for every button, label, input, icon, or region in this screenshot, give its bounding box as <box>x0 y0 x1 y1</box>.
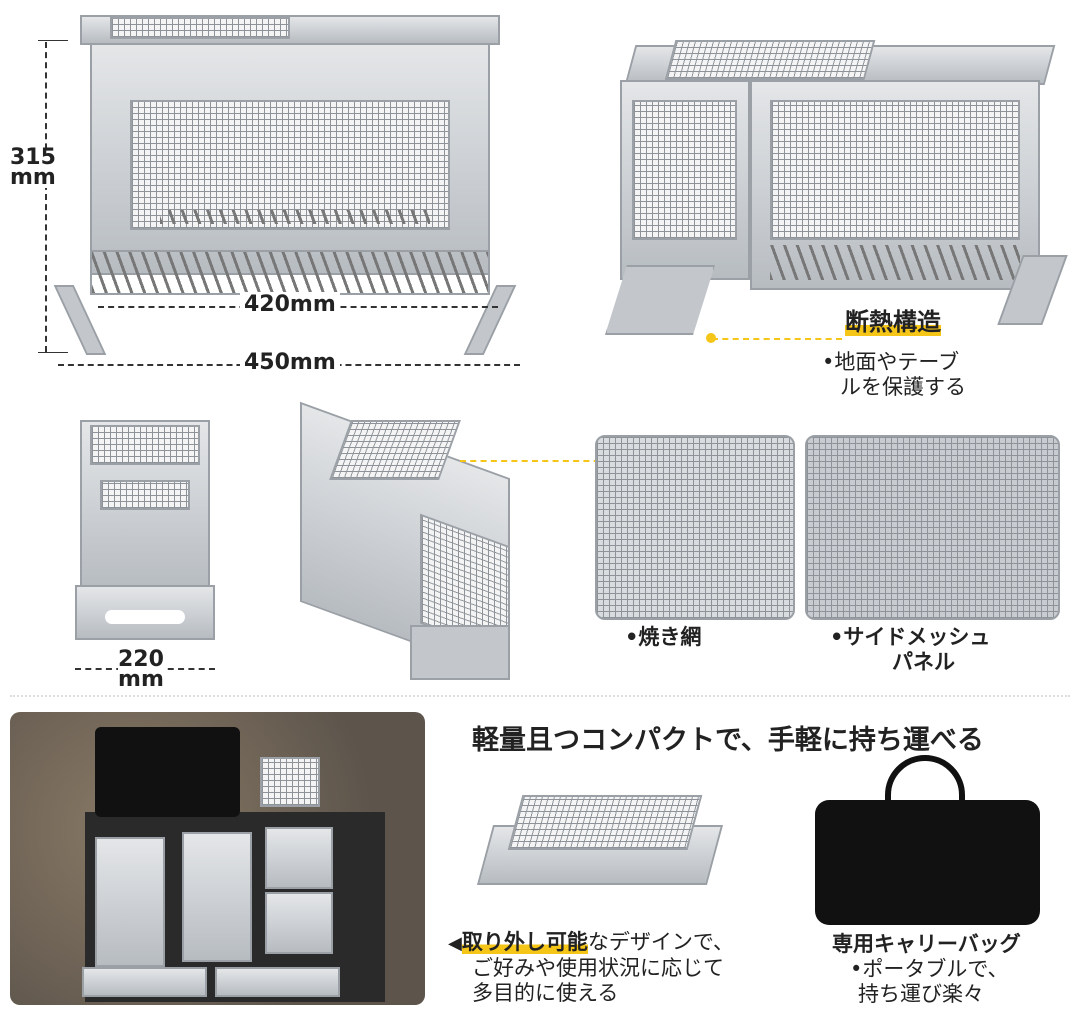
removable-desc: ◀取り外し可能なデザインで、 ご好みや使用状況に応じて 多目的に使える <box>448 930 734 1006</box>
removable-line3: 多目的に使える <box>472 981 619 1005</box>
height-dimension: 315 mm <box>10 145 56 190</box>
depth-unit: mm <box>118 667 164 692</box>
circle-arrow-left-icon: ◀ <box>448 933 462 954</box>
removable-highlight: 取り外し可能 <box>461 930 588 954</box>
grill-caption: •焼き網 <box>625 625 702 649</box>
side-mesh-caption: •サイドメッシュ パネル <box>830 625 990 675</box>
side-mesh-photo <box>805 435 1060 620</box>
portable-headline: 軽量且つコンパクトで、手軽に持ち運べる <box>472 725 984 756</box>
bag-line1: •ポータブルで、 <box>850 957 1009 981</box>
height-unit: mm <box>10 165 56 190</box>
bag-line2: 持ち運び楽々 <box>858 982 984 1006</box>
stove-side-view <box>75 405 215 640</box>
bag-title: 専用キャリーバッグ <box>832 932 1021 956</box>
height-value: 315 <box>10 145 56 170</box>
stove-grill-view <box>300 401 520 680</box>
insulation-title-text: 断熱構造 <box>845 308 941 336</box>
disassembled-parts-photo <box>10 712 425 1005</box>
insulation-line1: •地面やテーブ <box>822 350 960 374</box>
stove-front-view <box>53 15 517 355</box>
carry-bag <box>815 755 1040 925</box>
folded-stove <box>476 775 724 910</box>
depth-value: 220 <box>118 647 164 672</box>
inner-width-dimension: 420mm <box>240 292 340 317</box>
insulation-desc: •地面やテーブ ルを保護する <box>822 350 966 400</box>
depth-dimension: 220 mm <box>118 647 164 692</box>
outer-width-dimension: 450mm <box>240 350 340 375</box>
side-mesh-line2: パネル <box>892 650 955 674</box>
section-divider <box>10 695 1070 697</box>
insulation-line2: ルを保護する <box>840 375 966 399</box>
removable-line2: ご好みや使用状況に応じて <box>472 956 724 980</box>
side-mesh-line1: •サイドメッシュ <box>830 625 991 649</box>
insulation-title: 断熱構造 <box>845 308 941 336</box>
grill-net-photo <box>595 435 795 620</box>
stove-angled-view <box>605 15 1068 345</box>
removable-rest: なデザインで、 <box>587 930 735 954</box>
bag-desc: 専用キャリーバッグ •ポータブルで、 持ち運び楽々 <box>832 932 1021 1007</box>
